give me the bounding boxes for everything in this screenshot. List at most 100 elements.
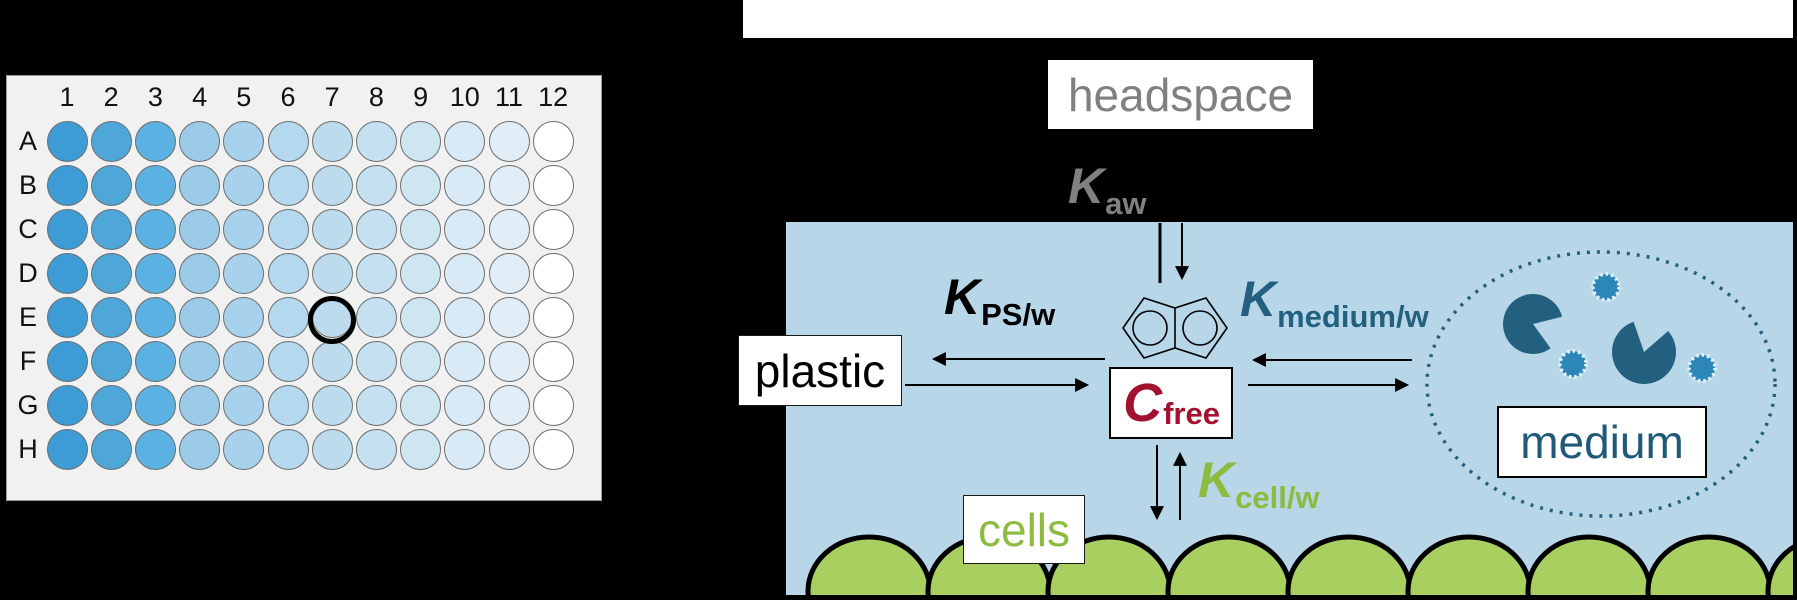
k-cellw-base: K — [1198, 452, 1235, 508]
well-F7 — [311, 340, 353, 382]
well-D7 — [311, 252, 353, 294]
well-G3 — [134, 384, 176, 426]
well-C9 — [400, 208, 442, 250]
well-G7 — [311, 384, 353, 426]
well-D1 — [46, 252, 88, 294]
well-F6 — [267, 340, 309, 382]
well-B12 — [532, 164, 574, 206]
well-E1 — [46, 296, 88, 338]
plate-column-label: 6 — [280, 82, 296, 112]
well-B7 — [311, 164, 353, 206]
plastic-compartment-label: plastic — [738, 335, 902, 406]
well-F11 — [488, 340, 530, 382]
well-B9 — [400, 164, 442, 206]
well-E4 — [179, 296, 221, 338]
well-H9 — [400, 428, 442, 470]
plate-column-label: 10 — [449, 82, 480, 112]
k-psw-base: K — [944, 269, 981, 325]
well-H4 — [179, 428, 221, 470]
well-A7 — [311, 120, 353, 162]
plate-row-label: G — [17, 390, 39, 420]
well-G11 — [488, 384, 530, 426]
plate-row-label: E — [18, 302, 37, 332]
well-E12 — [532, 296, 574, 338]
well-D2 — [90, 252, 132, 294]
well-D11 — [488, 252, 530, 294]
plate-column-label: 5 — [236, 82, 252, 112]
well-H12 — [532, 428, 574, 470]
well-B4 — [179, 164, 221, 206]
well-H10 — [444, 428, 486, 470]
well-H6 — [267, 428, 309, 470]
well-D5 — [223, 252, 265, 294]
k-psw-label: KPS/w — [944, 268, 1055, 332]
well-H7 — [311, 428, 353, 470]
well-E3 — [134, 296, 176, 338]
well-A12 — [532, 120, 574, 162]
cfree-sub: free — [1163, 396, 1220, 431]
well-B3 — [134, 164, 176, 206]
well-A3 — [134, 120, 176, 162]
well-H5 — [223, 428, 265, 470]
k-cellw-label: Kcell/w — [1198, 451, 1320, 515]
well-E8 — [355, 296, 397, 338]
well-G5 — [223, 384, 265, 426]
plate-column-label: 3 — [147, 82, 163, 112]
well-A11 — [488, 120, 530, 162]
well-E10 — [444, 296, 486, 338]
well-C7 — [311, 208, 353, 250]
plate-column-label: 7 — [324, 82, 340, 112]
well-C10 — [444, 208, 486, 250]
cells-compartment-label: cells — [963, 495, 1085, 564]
well-B2 — [90, 164, 132, 206]
k-mediumw-sub: medium/w — [1277, 299, 1429, 334]
well-G8 — [355, 384, 397, 426]
well-F8 — [355, 340, 397, 382]
well-H1 — [46, 428, 88, 470]
well-F4 — [179, 340, 221, 382]
well-D8 — [355, 252, 397, 294]
medium-compartment-label: medium — [1497, 406, 1707, 478]
well-E5 — [223, 296, 265, 338]
well-G6 — [267, 384, 309, 426]
well-E2 — [90, 296, 132, 338]
well-H11 — [488, 428, 530, 470]
well-G2 — [90, 384, 132, 426]
k-aw-sub: aw — [1105, 186, 1147, 221]
well-E6 — [267, 296, 309, 338]
well-H2 — [90, 428, 132, 470]
plate-column-label: 11 — [494, 82, 524, 112]
plate-row-label: D — [18, 258, 38, 288]
highlighted-well-ring — [308, 296, 357, 344]
well-C5 — [223, 208, 265, 250]
well-B8 — [355, 164, 397, 206]
well-B5 — [223, 164, 265, 206]
well-C11 — [488, 208, 530, 250]
well-A9 — [400, 120, 442, 162]
well-B6 — [267, 164, 309, 206]
well-C12 — [532, 208, 574, 250]
well-E9 — [400, 296, 442, 338]
headspace-label: headspace — [1048, 60, 1313, 129]
well-G10 — [444, 384, 486, 426]
well-B1 — [46, 164, 88, 206]
well-A8 — [355, 120, 397, 162]
plate-row-label: B — [18, 170, 37, 200]
well-B11 — [488, 164, 530, 206]
well-D3 — [134, 252, 176, 294]
well-A4 — [179, 120, 221, 162]
well-F10 — [444, 340, 486, 382]
well-H8 — [355, 428, 397, 470]
well-G1 — [46, 384, 88, 426]
well-F12 — [532, 340, 574, 382]
plate-column-label: 9 — [413, 82, 429, 112]
well-D4 — [179, 252, 221, 294]
plate-column-label: 2 — [103, 82, 119, 112]
plate-column-label: 4 — [192, 82, 208, 112]
cfree-base: C — [1123, 373, 1163, 433]
plate-column-label: 8 — [368, 82, 384, 112]
well-D10 — [444, 252, 486, 294]
plate-column-label: 1 — [59, 82, 75, 112]
